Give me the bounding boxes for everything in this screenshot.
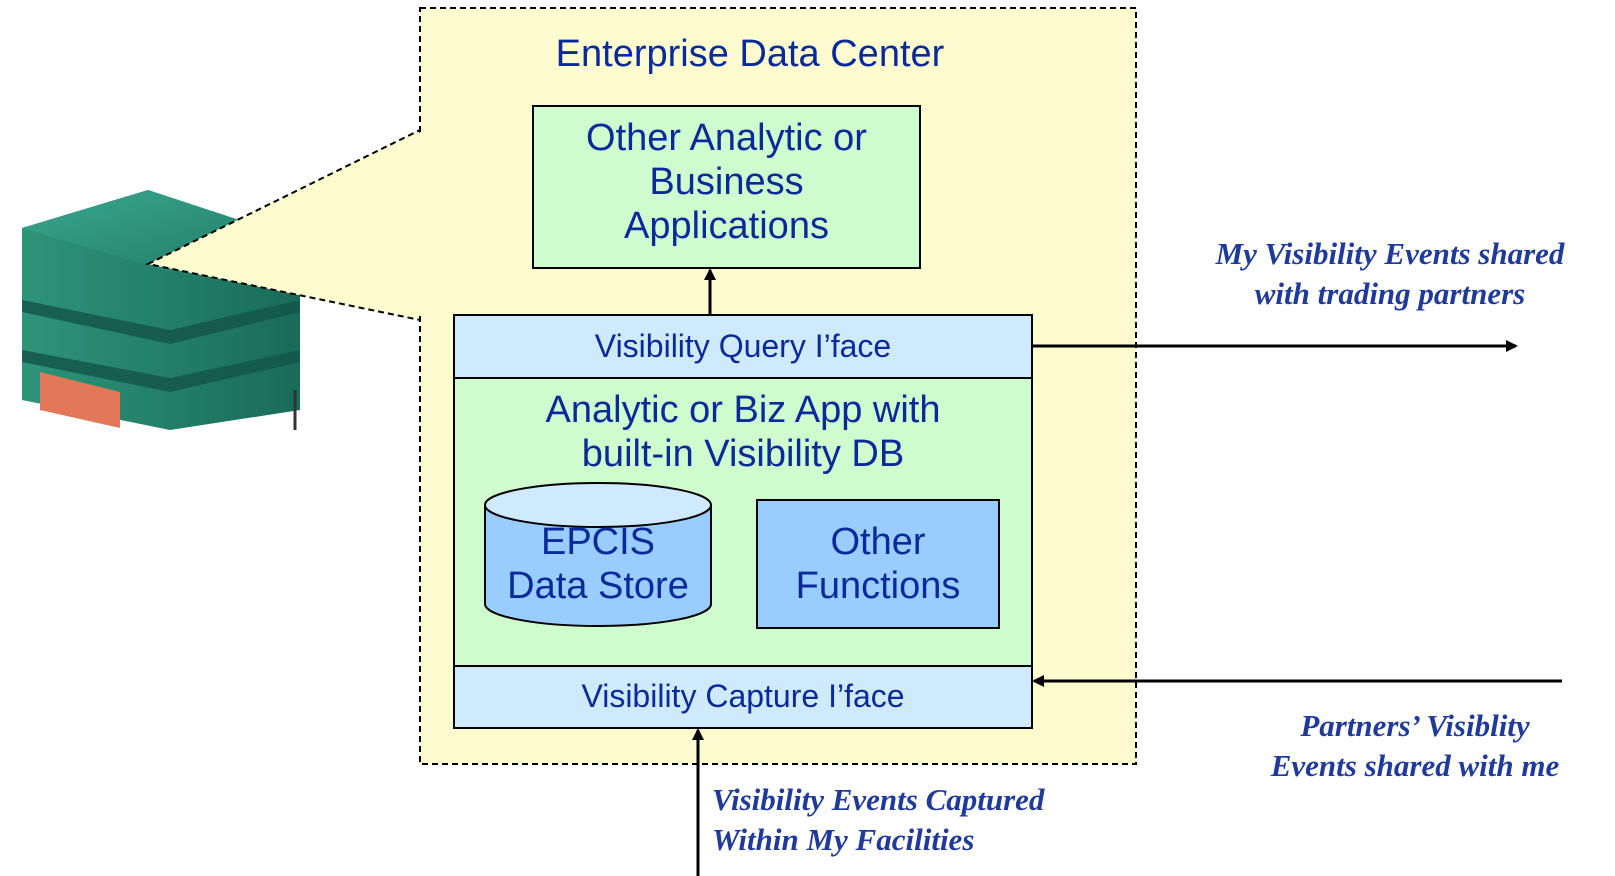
captured-label: Visibility Events Captured Within My Fac… xyxy=(712,782,1045,857)
other-applications-label: Other Analytic or Business Applications xyxy=(586,117,867,247)
other-functions-box xyxy=(756,499,1000,629)
data-center-title: Enterprise Data Center xyxy=(555,33,945,75)
callout-connector xyxy=(144,128,421,322)
capture-iface-label: Visibility Capture I’face xyxy=(581,678,905,714)
partners-in-label: Partners’ Visiblity Events shared with m… xyxy=(1270,708,1560,783)
other-applications-box xyxy=(532,105,921,269)
capture-iface-box xyxy=(453,665,1033,729)
query-iface-box xyxy=(453,314,1033,379)
query-iface-label: Visibility Query I’face xyxy=(594,328,892,364)
other-functions-label: Other Functions xyxy=(795,521,961,607)
epcis-data-store-cylinder xyxy=(484,482,712,627)
app-label: Analytic or Biz App with built-in Visibi… xyxy=(545,389,941,475)
epcis-label: EPCIS Data Store xyxy=(507,521,689,607)
shared-out-label: My Visibility Events shared with trading… xyxy=(1215,236,1565,311)
